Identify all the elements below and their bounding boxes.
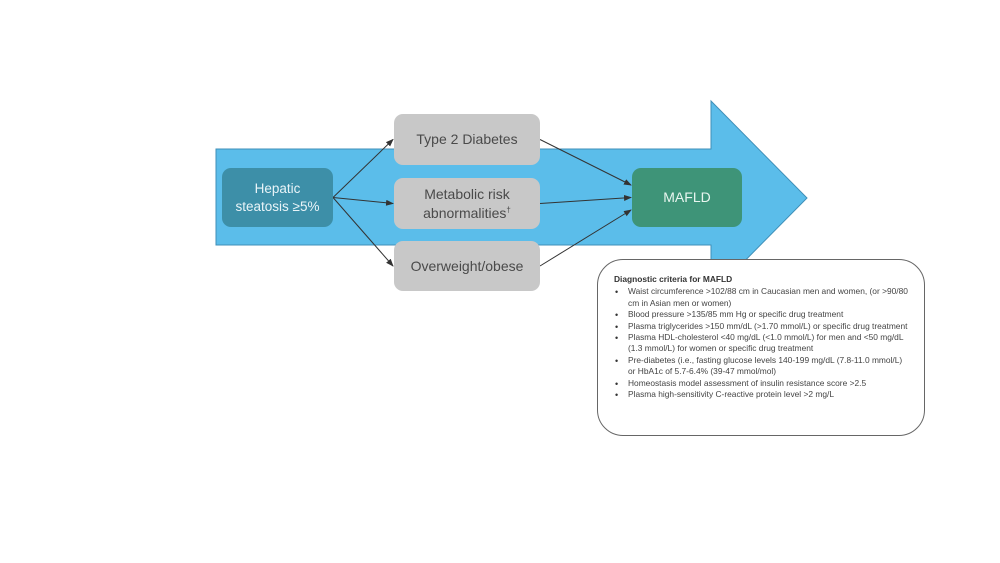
connector-hepatic-to-metabolic (332, 197, 394, 206)
criteria-item: Plasma HDL-cholesterol <40 mg/dL (<1.0 m… (614, 332, 910, 355)
metabolic-risk-node: Metabolic risk abnormalities† (394, 178, 540, 229)
connector-arrows (332, 138, 632, 267)
criteria-item: Plasma triglycerides >150 mm/dL (>1.70 m… (614, 321, 910, 334)
type2-diabetes-label: Type 2 Diabetes (416, 131, 518, 148)
connector-type2_diabetes-to-mafld (539, 139, 632, 186)
criteria-item: Blood pressure >135/85 mm Hg or specific… (614, 309, 910, 322)
connector-metabolic-to-mafld (539, 194, 632, 204)
hepatic-label-line1: Hepatic (254, 180, 301, 196)
dagger-footnote-mark: † (506, 204, 511, 214)
metabolic-label-text: abnormalities (423, 204, 507, 221)
criteria-item: Homeostasis model assessment of insulin … (614, 378, 910, 391)
mafld-node: MAFLD (632, 168, 742, 227)
metabolic-label-line2: abnormalities† (423, 204, 511, 222)
criteria-list: Waist circumference >102/88 cm in Caucas… (614, 286, 910, 402)
hepatic-steatosis-node: Hepatic steatosis ≥5% (222, 168, 333, 227)
connector-hepatic-to-overweight (332, 197, 394, 267)
criteria-title: Diagnostic criteria for MAFLD (614, 274, 733, 284)
metabolic-label-line1: Metabolic risk (424, 186, 510, 203)
hepatic-label-line2: steatosis ≥5% (235, 198, 320, 214)
criteria-item: Pre-diabetes (i.e., fasting glucose leve… (614, 355, 910, 378)
connector-hepatic-to-type2_diabetes (332, 138, 394, 198)
type2-diabetes-node: Type 2 Diabetes (394, 114, 540, 165)
connector-overweight-to-mafld (539, 209, 632, 267)
criteria-item: Waist circumference >102/88 cm in Caucas… (614, 286, 910, 309)
mafld-label: MAFLD (663, 189, 711, 206)
diagnostic-criteria-box: Diagnostic criteria for MAFLD Waist circ… (597, 259, 925, 436)
criteria-item: Plasma high-sensitivity C-reactive prote… (614, 389, 910, 402)
overweight-label: Overweight/obese (410, 257, 524, 274)
overweight-obese-node: Overweight/obese (394, 241, 540, 291)
